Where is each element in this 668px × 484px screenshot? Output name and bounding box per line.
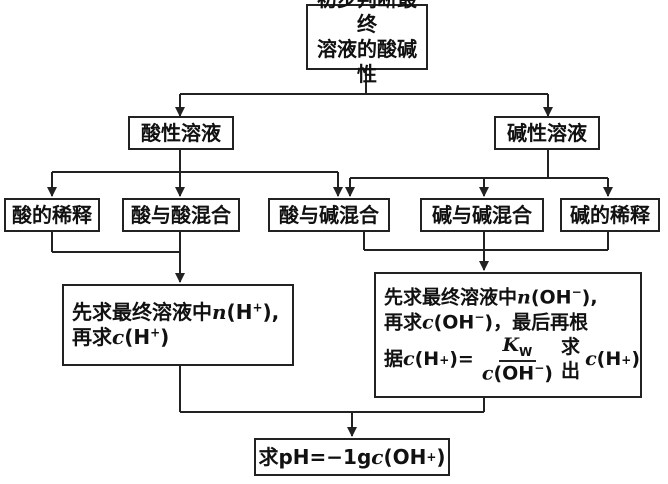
calc-base-l2-text: 再求	[384, 311, 423, 334]
kw-den-c: c	[481, 362, 494, 385]
node-base-dilution-label: 碱的稀释	[570, 202, 650, 227]
calc-acid-line2: 再求c(H+)	[72, 325, 169, 350]
calc-base-l3-eq: )=	[449, 348, 474, 371]
node-acid-dilution: 酸的稀释	[4, 198, 100, 232]
calc-base-l2-end: )，最后再根	[484, 311, 589, 334]
result-end: )	[436, 444, 446, 469]
calc-acid-l2-sup: +	[150, 325, 161, 340]
calc-base-l3-tail-end: )	[631, 348, 640, 371]
kw-fraction-denominator: c(OH−)	[478, 360, 557, 385]
calc-base-line1: 先求最终溶液中n(OH−),	[384, 285, 598, 310]
calc-acid-l1-h: (H	[226, 300, 253, 324]
node-base-label: 碱性溶液	[507, 120, 587, 145]
kw-w: W	[519, 344, 533, 359]
node-base-base-mix-label: 碱与碱混合	[432, 202, 532, 227]
calc-base-l3-tail-c: c	[585, 348, 597, 371]
kw-k: K	[502, 334, 520, 357]
calc-base-l2-c: c	[422, 311, 434, 334]
node-base-base-mix: 碱与碱混合	[420, 198, 544, 232]
calc-base-l3-tail-h: (H	[596, 348, 622, 371]
calc-acid-line1: 先求最终溶液中n(H+),	[72, 300, 279, 325]
calc-base-line2: 再求c(OH−)，最后再根	[384, 310, 588, 335]
node-acid-label: 酸性溶液	[141, 120, 221, 145]
node-base-dilution: 碱的稀释	[560, 198, 660, 232]
result-text: 求pH=−1g	[258, 444, 372, 469]
result-oh: (OH	[383, 444, 427, 469]
calc-base-l1-end: ),	[581, 286, 598, 309]
calc-base-l3-c: c	[403, 348, 415, 371]
node-acid-base-mix: 酸与碱混合	[268, 198, 390, 232]
node-calc-acid: 先求最终溶液中n(H+), 再求c(H+)	[62, 284, 294, 366]
calc-acid-l1-sup: +	[252, 300, 263, 315]
calc-base-l3-tail-text: 求出	[560, 336, 580, 383]
calc-acid-l1-n: n	[212, 300, 227, 324]
node-acid-solution: 酸性溶液	[128, 116, 234, 150]
kw-den-oh: (OH	[493, 362, 535, 385]
node-root-line1: 初步判断最终	[317, 0, 417, 36]
node-root: 初步判断最终 溶液的酸碱性	[306, 0, 428, 86]
calc-base-l3-h: (H	[414, 348, 440, 371]
calc-acid-l2-h: (H	[124, 325, 151, 349]
calc-base-l3-sup: +	[439, 352, 450, 367]
node-acid-acid-mix-label: 酸与酸混合	[131, 202, 231, 227]
node-acid-dilution-label: 酸的稀释	[12, 202, 92, 227]
calc-acid-l2-c: c	[112, 325, 125, 349]
calc-base-l3-tail-sup: +	[621, 352, 632, 367]
calc-base-l1-sup: −	[571, 285, 582, 300]
calc-base-l1-text: 先求最终溶液中	[384, 286, 518, 309]
calc-acid-l1-text: 先求最终溶液中	[72, 300, 212, 324]
kw-den-sup: −	[534, 360, 545, 375]
calc-base-l1-n: n	[517, 286, 531, 309]
calc-acid-l1-end: ),	[262, 300, 280, 324]
calc-base-l2-sup: −	[474, 310, 485, 325]
node-base-solution: 碱性溶液	[494, 116, 600, 150]
node-root-line2: 溶液的酸碱性	[317, 37, 417, 86]
calc-acid-l2-end: )	[160, 325, 170, 349]
kw-den-end: )	[544, 362, 553, 385]
result-sup: +	[426, 449, 437, 464]
calc-acid-l2-text: 再求	[72, 325, 112, 349]
kw-fraction-numerator: KW	[498, 334, 537, 362]
node-acid-acid-mix: 酸与酸混合	[122, 198, 240, 232]
calc-base-l1-oh: (OH	[530, 286, 572, 309]
calc-base-l3-text: 据	[384, 348, 404, 371]
calc-base-l2-oh: (OH	[433, 311, 475, 334]
result-c: c	[371, 444, 384, 469]
node-acid-base-mix-label: 酸与碱混合	[279, 202, 379, 227]
kw-fraction: KW c(OH−)	[478, 334, 557, 385]
